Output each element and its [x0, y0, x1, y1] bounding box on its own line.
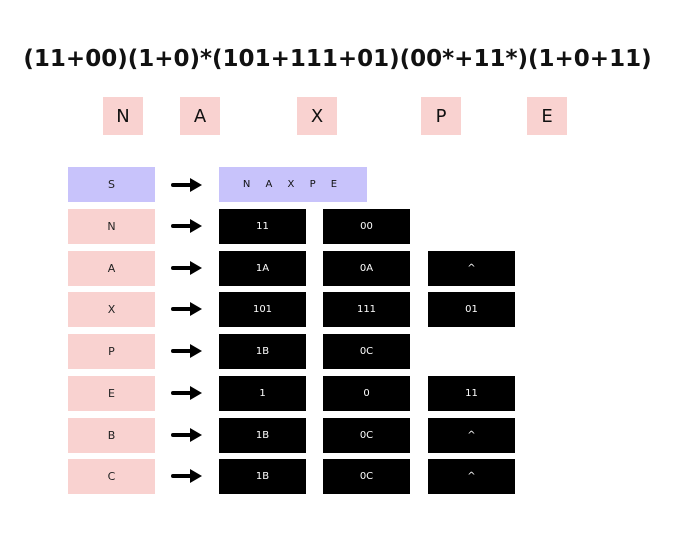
regex-title: (11+00)(1+0)*(101+111+01)(00*+11*)(1+0+1…	[23, 46, 652, 72]
rule-cell: 1B	[219, 418, 306, 453]
rule-cell: 101	[219, 292, 306, 327]
rule-cell: 1B	[219, 459, 306, 494]
symbol-e-box: E	[527, 97, 567, 135]
symbol-p-box: P	[421, 97, 461, 135]
rule-cell: 0C	[323, 334, 410, 369]
arrow-right-icon	[171, 261, 202, 275]
rule-cell: 1B	[219, 334, 306, 369]
arrow-right-icon	[171, 428, 202, 442]
rule-cell: ^	[428, 418, 515, 453]
rule-lhs-n: N	[68, 209, 155, 244]
rule-cell: 0	[323, 376, 410, 411]
rule-lhs-b: B	[68, 418, 155, 453]
rule-lhs-s: S	[68, 167, 155, 202]
rule-lhs-a: A	[68, 251, 155, 286]
rule-lhs-c: C	[68, 459, 155, 494]
rule-cell: 01	[428, 292, 515, 327]
rule-cell: 0C	[323, 459, 410, 494]
rule-cell: 111	[323, 292, 410, 327]
rule-cell: ^	[428, 251, 515, 286]
arrow-right-icon	[171, 469, 202, 483]
rule-cell: ^	[428, 459, 515, 494]
rule-lhs-x: X	[68, 292, 155, 327]
rule-cell: 0A	[323, 251, 410, 286]
rule-lhs-e: E	[68, 376, 155, 411]
symbol-x-box: X	[297, 97, 337, 135]
rule-lhs-p: P	[68, 334, 155, 369]
rule-cell: 1	[219, 376, 306, 411]
rule-cell: 11	[428, 376, 515, 411]
symbol-n-box: N	[103, 97, 143, 135]
rule-cell: 11	[219, 209, 306, 244]
arrow-right-icon	[171, 302, 202, 316]
arrow-right-icon	[171, 386, 202, 400]
rule-cell: 00	[323, 209, 410, 244]
symbol-a-box: A	[180, 97, 220, 135]
rule-rhs-start: N A X P E	[219, 167, 367, 202]
rule-cell: 1A	[219, 251, 306, 286]
arrow-right-icon	[171, 344, 202, 358]
arrow-right-icon	[171, 219, 202, 233]
arrow-right-icon	[171, 178, 202, 192]
rule-cell: 0C	[323, 418, 410, 453]
